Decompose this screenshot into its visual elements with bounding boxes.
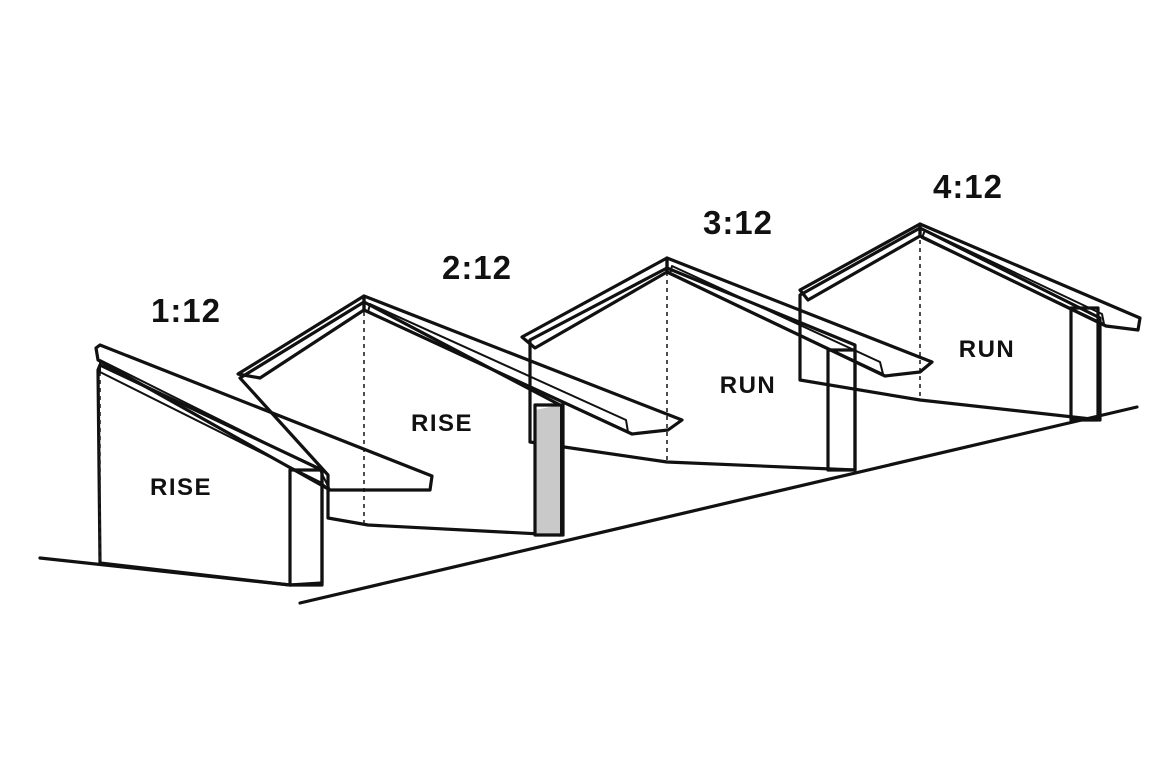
house-1-corner-post <box>288 468 324 587</box>
ground-line-slope <box>298 405 1139 605</box>
house-3: 3:12 RUN <box>520 204 934 472</box>
house-4-gable-wall <box>798 226 1102 422</box>
house-1-label: RISE <box>150 474 212 501</box>
house-4: 4:12 RUN <box>798 168 1142 422</box>
house-1-ratio: 1:12 <box>151 292 221 329</box>
house-3-gable-wall <box>528 266 857 472</box>
house-3-roof-underside <box>669 265 884 375</box>
house-2-roof-left <box>236 294 366 380</box>
house-2-roof-underside <box>367 303 629 433</box>
house-1-roof-fascia <box>99 359 331 491</box>
house-4-label: RUN <box>959 336 1016 363</box>
house-1-roof <box>94 343 434 492</box>
house-2-corner-post <box>533 403 565 537</box>
house-4-roof-underside <box>921 229 1105 325</box>
house-3-label: RUN <box>720 372 777 399</box>
house-4-ratio: 4:12 <box>933 168 1003 205</box>
house-2-wall-shadow <box>535 405 560 535</box>
house-1: 1:12 RISE <box>94 292 434 587</box>
house-2-ratio: 2:12 <box>442 249 512 286</box>
house-3-roof-right <box>665 256 934 378</box>
house-2-roof-right <box>362 294 684 436</box>
house-4-roof-right <box>918 222 1142 332</box>
house-2: 2:12 RISE <box>236 249 684 537</box>
house-3-ratio: 3:12 <box>703 204 773 241</box>
house-3-corner-post <box>826 348 857 472</box>
house-4-corner-post <box>1069 306 1100 422</box>
house-2-label: RISE <box>411 410 473 437</box>
